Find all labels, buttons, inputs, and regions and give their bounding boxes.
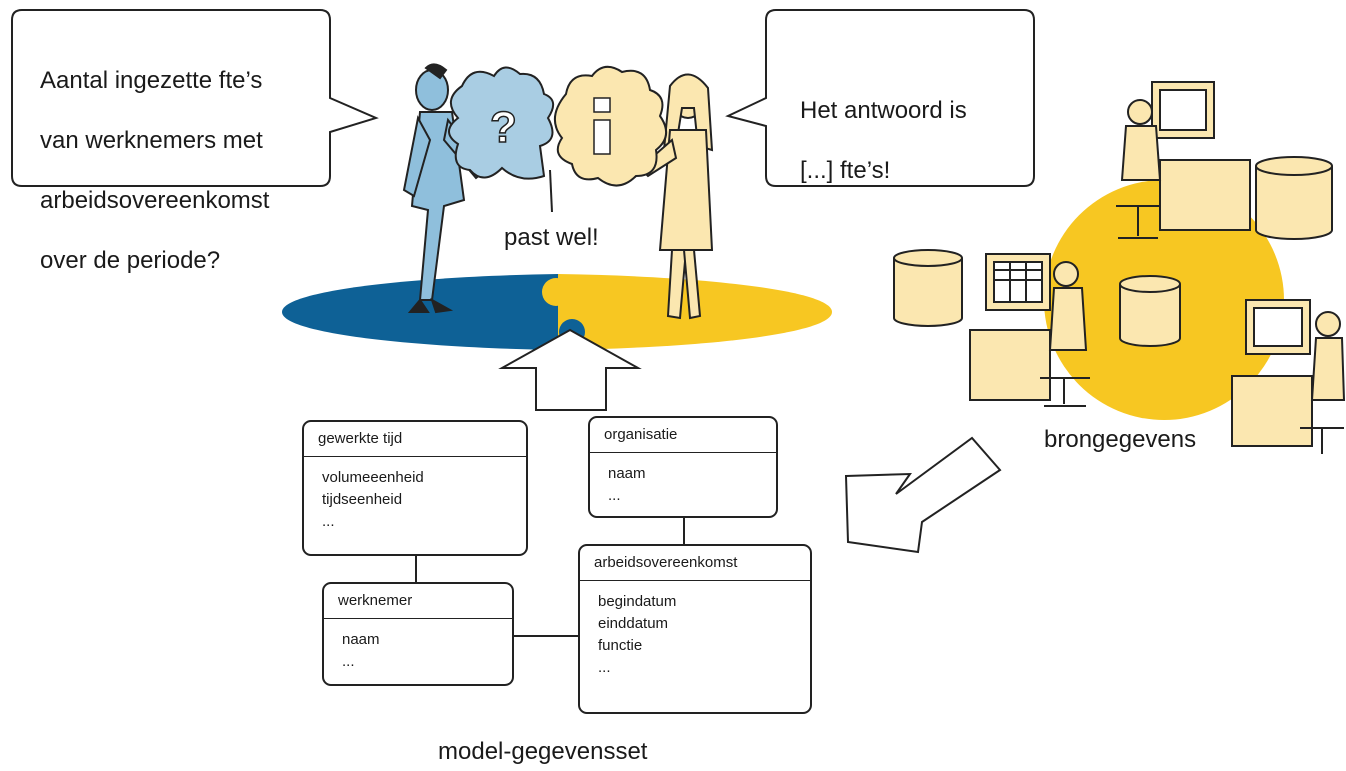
answer-bubble-text: Het antwoord is [...] fte’s!	[800, 66, 967, 216]
model-dataset-label: model-gegevensset	[438, 738, 648, 765]
question-puzzle-piece-icon: ?	[448, 66, 555, 180]
diagonal-arrow-icon	[844, 436, 1002, 554]
entity-attribute: volumeeenheid	[322, 469, 424, 486]
fit-pointer-line	[549, 169, 553, 213]
entity-title: werknemer	[324, 584, 512, 619]
entity-attribute: einddatum	[598, 615, 669, 632]
answer-line: [...] fte’s!	[800, 157, 891, 184]
answer-speech-bubble	[725, 9, 1035, 187]
workstation-icon	[1116, 81, 1251, 239]
entity-organisatie: organisatie naam ...	[588, 416, 778, 518]
entity-title: gewerkte tijd	[304, 422, 526, 457]
database-icon	[1255, 156, 1333, 240]
question-bubble-text: Aantal ingezette fte’s van werknemers me…	[40, 36, 269, 306]
workstation-icon	[969, 253, 1090, 407]
info-puzzle-piece-icon	[554, 65, 667, 187]
sources-label: brongegevens	[1044, 426, 1197, 453]
entity-attribute: ...	[598, 659, 611, 676]
entity-attribute: ...	[322, 513, 335, 530]
question-line: over de periode?	[40, 247, 221, 274]
entity-attribute: naam	[608, 465, 646, 482]
entity-attribute: naam	[342, 631, 380, 648]
svg-text:?: ?	[490, 103, 517, 152]
fit-label: past wel!	[504, 224, 599, 251]
answer-line: Het antwoord is	[800, 97, 967, 124]
entity-attribute: ...	[608, 487, 621, 504]
source-systems-illustration	[893, 81, 1346, 454]
entity-title: organisatie	[590, 418, 776, 453]
entity-attribute: functie	[598, 637, 643, 654]
database-icon	[1119, 275, 1181, 347]
question-line: van werknemers met	[40, 127, 263, 154]
workstation-icon	[1231, 299, 1346, 454]
entity-werknemer: werknemer naam ...	[322, 582, 514, 686]
entity-attribute: tijdseenheid	[322, 491, 403, 508]
question-line: Aantal ingezette fte’s	[40, 67, 263, 94]
entity-arbeidsovereenkomst: arbeidsovereenkomst begindatum einddatum…	[578, 544, 812, 714]
entity-gewerkte-tijd: gewerkte tijd volumeeenheid tijdseenheid…	[302, 420, 528, 556]
question-line: arbeidsovereenkomst	[40, 187, 270, 214]
woman-figure-icon	[638, 73, 714, 320]
database-icon	[893, 249, 963, 327]
up-arrow-icon	[498, 328, 642, 411]
entity-attribute: begindatum	[598, 593, 677, 610]
entity-title: arbeidsovereenkomst	[580, 546, 810, 581]
entity-attribute: ...	[342, 653, 355, 670]
question-speech-bubble	[11, 9, 379, 187]
